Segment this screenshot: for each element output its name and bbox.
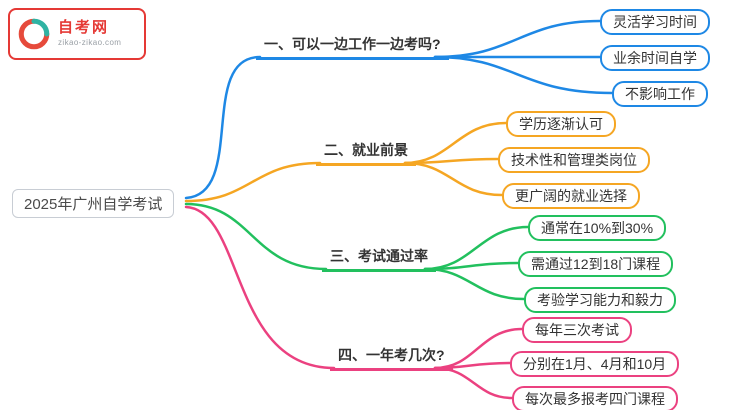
- edge-b3-c0: [423, 225, 530, 271]
- branch-1-child-2: 不影响工作: [612, 81, 708, 107]
- branch-1-child-1: 业余时间自学: [600, 45, 710, 71]
- edge-b3-c2: [423, 267, 526, 301]
- site-name: 自考网: [58, 19, 110, 37]
- edge-root-branch1: [184, 55, 262, 200]
- site-logo-text: 自考网 zikao-zikao.com: [58, 20, 121, 47]
- zikao-logo-icon: [17, 17, 51, 51]
- branch-3-child-1: 需通过12到18门课程: [518, 251, 674, 277]
- branch-4-child-0: 每年三次考试: [522, 317, 632, 343]
- branch-4-child-2: 每次最多报考四门课程: [512, 386, 678, 410]
- site-logo[interactable]: 自考网 zikao-zikao.com: [8, 8, 146, 60]
- branch-3-label: 三、考试通过率: [322, 244, 436, 272]
- branch-2-child-0: 学历逐渐认可: [506, 111, 616, 137]
- edge-b2-c2: [403, 161, 504, 197]
- edge-b2-c0: [403, 121, 508, 165]
- branch-4-label: 四、一年考几次?: [330, 343, 453, 371]
- edge-root-branch3: [184, 202, 328, 271]
- branch-2-child-2: 更广阔的就业选择: [502, 183, 640, 209]
- branch-1-label: 一、可以一边工作一边考吗?: [256, 32, 449, 60]
- edge-b4-c2: [433, 366, 514, 400]
- edge-b1-c2: [433, 55, 614, 95]
- branch-2-child-1: 技术性和管理类岗位: [498, 147, 650, 173]
- site-url: zikao-zikao.com: [58, 38, 122, 48]
- branch-2-label: 二、就业前景: [316, 138, 416, 166]
- edge-root-branch4: [184, 205, 336, 370]
- edge-b3-c1: [423, 261, 520, 271]
- edge-root-branch2: [184, 161, 322, 203]
- branch-3-child-2: 考验学习能力和毅力: [524, 287, 676, 313]
- branch-4-child-1: 分别在1月、4月和10月: [510, 351, 680, 377]
- branch-3-child-0: 通常在10%到30%: [528, 215, 667, 241]
- branch-1-child-0: 灵活学习时间: [600, 9, 710, 35]
- edge-b1-c0: [433, 19, 602, 59]
- root-node: 2025年广州自学考试: [12, 189, 175, 218]
